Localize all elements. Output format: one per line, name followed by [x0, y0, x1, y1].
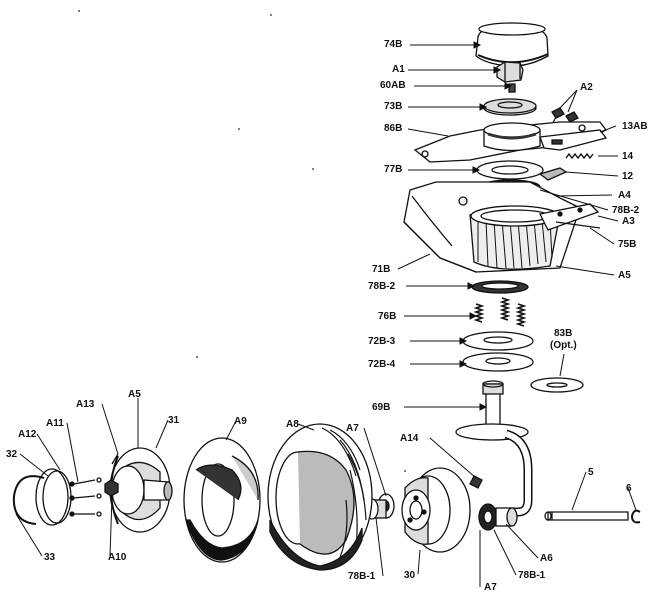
part-60AB-pin	[508, 83, 516, 93]
part-A12-cap	[35, 468, 72, 526]
label-12: 12	[622, 171, 634, 182]
leader-lines	[15, 41, 637, 587]
scan-speck	[196, 356, 198, 358]
part-69B-shaft	[455, 380, 533, 517]
label-A9: A9	[234, 416, 247, 427]
part-77B-plate	[476, 160, 544, 180]
part-A13-bolt	[111, 453, 119, 465]
label-72B-3: 72B-3	[368, 336, 396, 347]
label-77B: 77B	[384, 164, 403, 175]
label-A8: A8	[286, 419, 299, 430]
part-A3-bolts	[539, 203, 601, 231]
label-14: 14	[622, 151, 634, 162]
label-83B: 83B	[554, 328, 573, 339]
label-76B: 76B	[378, 311, 397, 322]
label-A14: A14	[400, 433, 419, 444]
label-33: 33	[44, 552, 56, 563]
part-A8-tire	[267, 423, 373, 571]
part-A14-fitting	[469, 475, 483, 489]
label-A3: A3	[622, 216, 635, 227]
label-73B: 73B	[384, 101, 403, 112]
label-78B-2-lower: 78B-2	[368, 281, 396, 292]
label-78B-1-left: 78B-1	[348, 571, 376, 582]
label-A4: A4	[618, 190, 631, 201]
label-A2: A2	[580, 82, 593, 93]
label-A13: A13	[76, 399, 95, 410]
label-A11: A11	[46, 418, 64, 429]
part-74B-cap	[475, 22, 549, 67]
label-72B-4: 72B-4	[368, 359, 396, 370]
part-A11-bolts	[69, 477, 102, 517]
label-86B: 86B	[384, 123, 403, 134]
part-73B-disc	[483, 98, 537, 116]
label-A7-lower: A7	[484, 582, 497, 593]
label-13AB: 13AB	[622, 121, 648, 132]
part-5-axle	[544, 511, 629, 521]
label-A10: A10	[108, 552, 127, 563]
part-86B-bracket	[413, 121, 607, 163]
label-78B-2-upper: 78B-2	[612, 205, 640, 216]
label-A5-lower: A5	[128, 389, 141, 400]
label-75B: 75B	[618, 239, 637, 250]
label-A12: A12	[18, 429, 37, 440]
label-5: 5	[588, 467, 594, 478]
scan-speck	[312, 168, 314, 170]
part-6-clip	[630, 509, 641, 524]
label-A1: A1	[392, 64, 405, 75]
part-31-hub	[109, 447, 173, 533]
part-76B-springs	[473, 297, 527, 327]
part-78B-2-lower-ring	[471, 280, 529, 294]
label-74B: 74B	[384, 39, 403, 50]
part-78B-1-bearing-right	[478, 503, 518, 531]
label-32: 32	[6, 449, 18, 460]
label-opt: (Opt.)	[550, 340, 577, 351]
part-12-pawl	[538, 167, 568, 181]
part-A1-nut	[496, 61, 524, 83]
label-78B-1-right: 78B-1	[518, 570, 546, 581]
part-13AB-lever	[539, 129, 608, 151]
scan-speck	[78, 10, 80, 12]
part-72B-3-disc	[462, 331, 534, 351]
scan-speck	[404, 470, 406, 472]
scan-speck	[270, 14, 272, 16]
label-6: 6	[626, 483, 632, 494]
scan-speck	[238, 128, 240, 130]
label-69B: 69B	[372, 402, 391, 413]
part-A9-tube	[183, 437, 261, 563]
label-30: 30	[404, 570, 416, 581]
label-A5-upper: A5	[618, 270, 631, 281]
label-A7-upper: A7	[346, 423, 359, 434]
part-30-hub	[401, 467, 471, 553]
label-A6: A6	[540, 553, 553, 564]
part-14-spring	[565, 152, 594, 160]
label-31: 31	[168, 415, 180, 426]
part-72B-4-disc	[462, 352, 534, 372]
part-83B-washer	[530, 377, 584, 393]
label-60AB: 60AB	[380, 80, 406, 91]
part-A10-nut	[104, 479, 119, 497]
part-33-ring	[12, 475, 45, 525]
label-71B: 71B	[372, 264, 391, 275]
part-71B-housing	[403, 181, 581, 273]
